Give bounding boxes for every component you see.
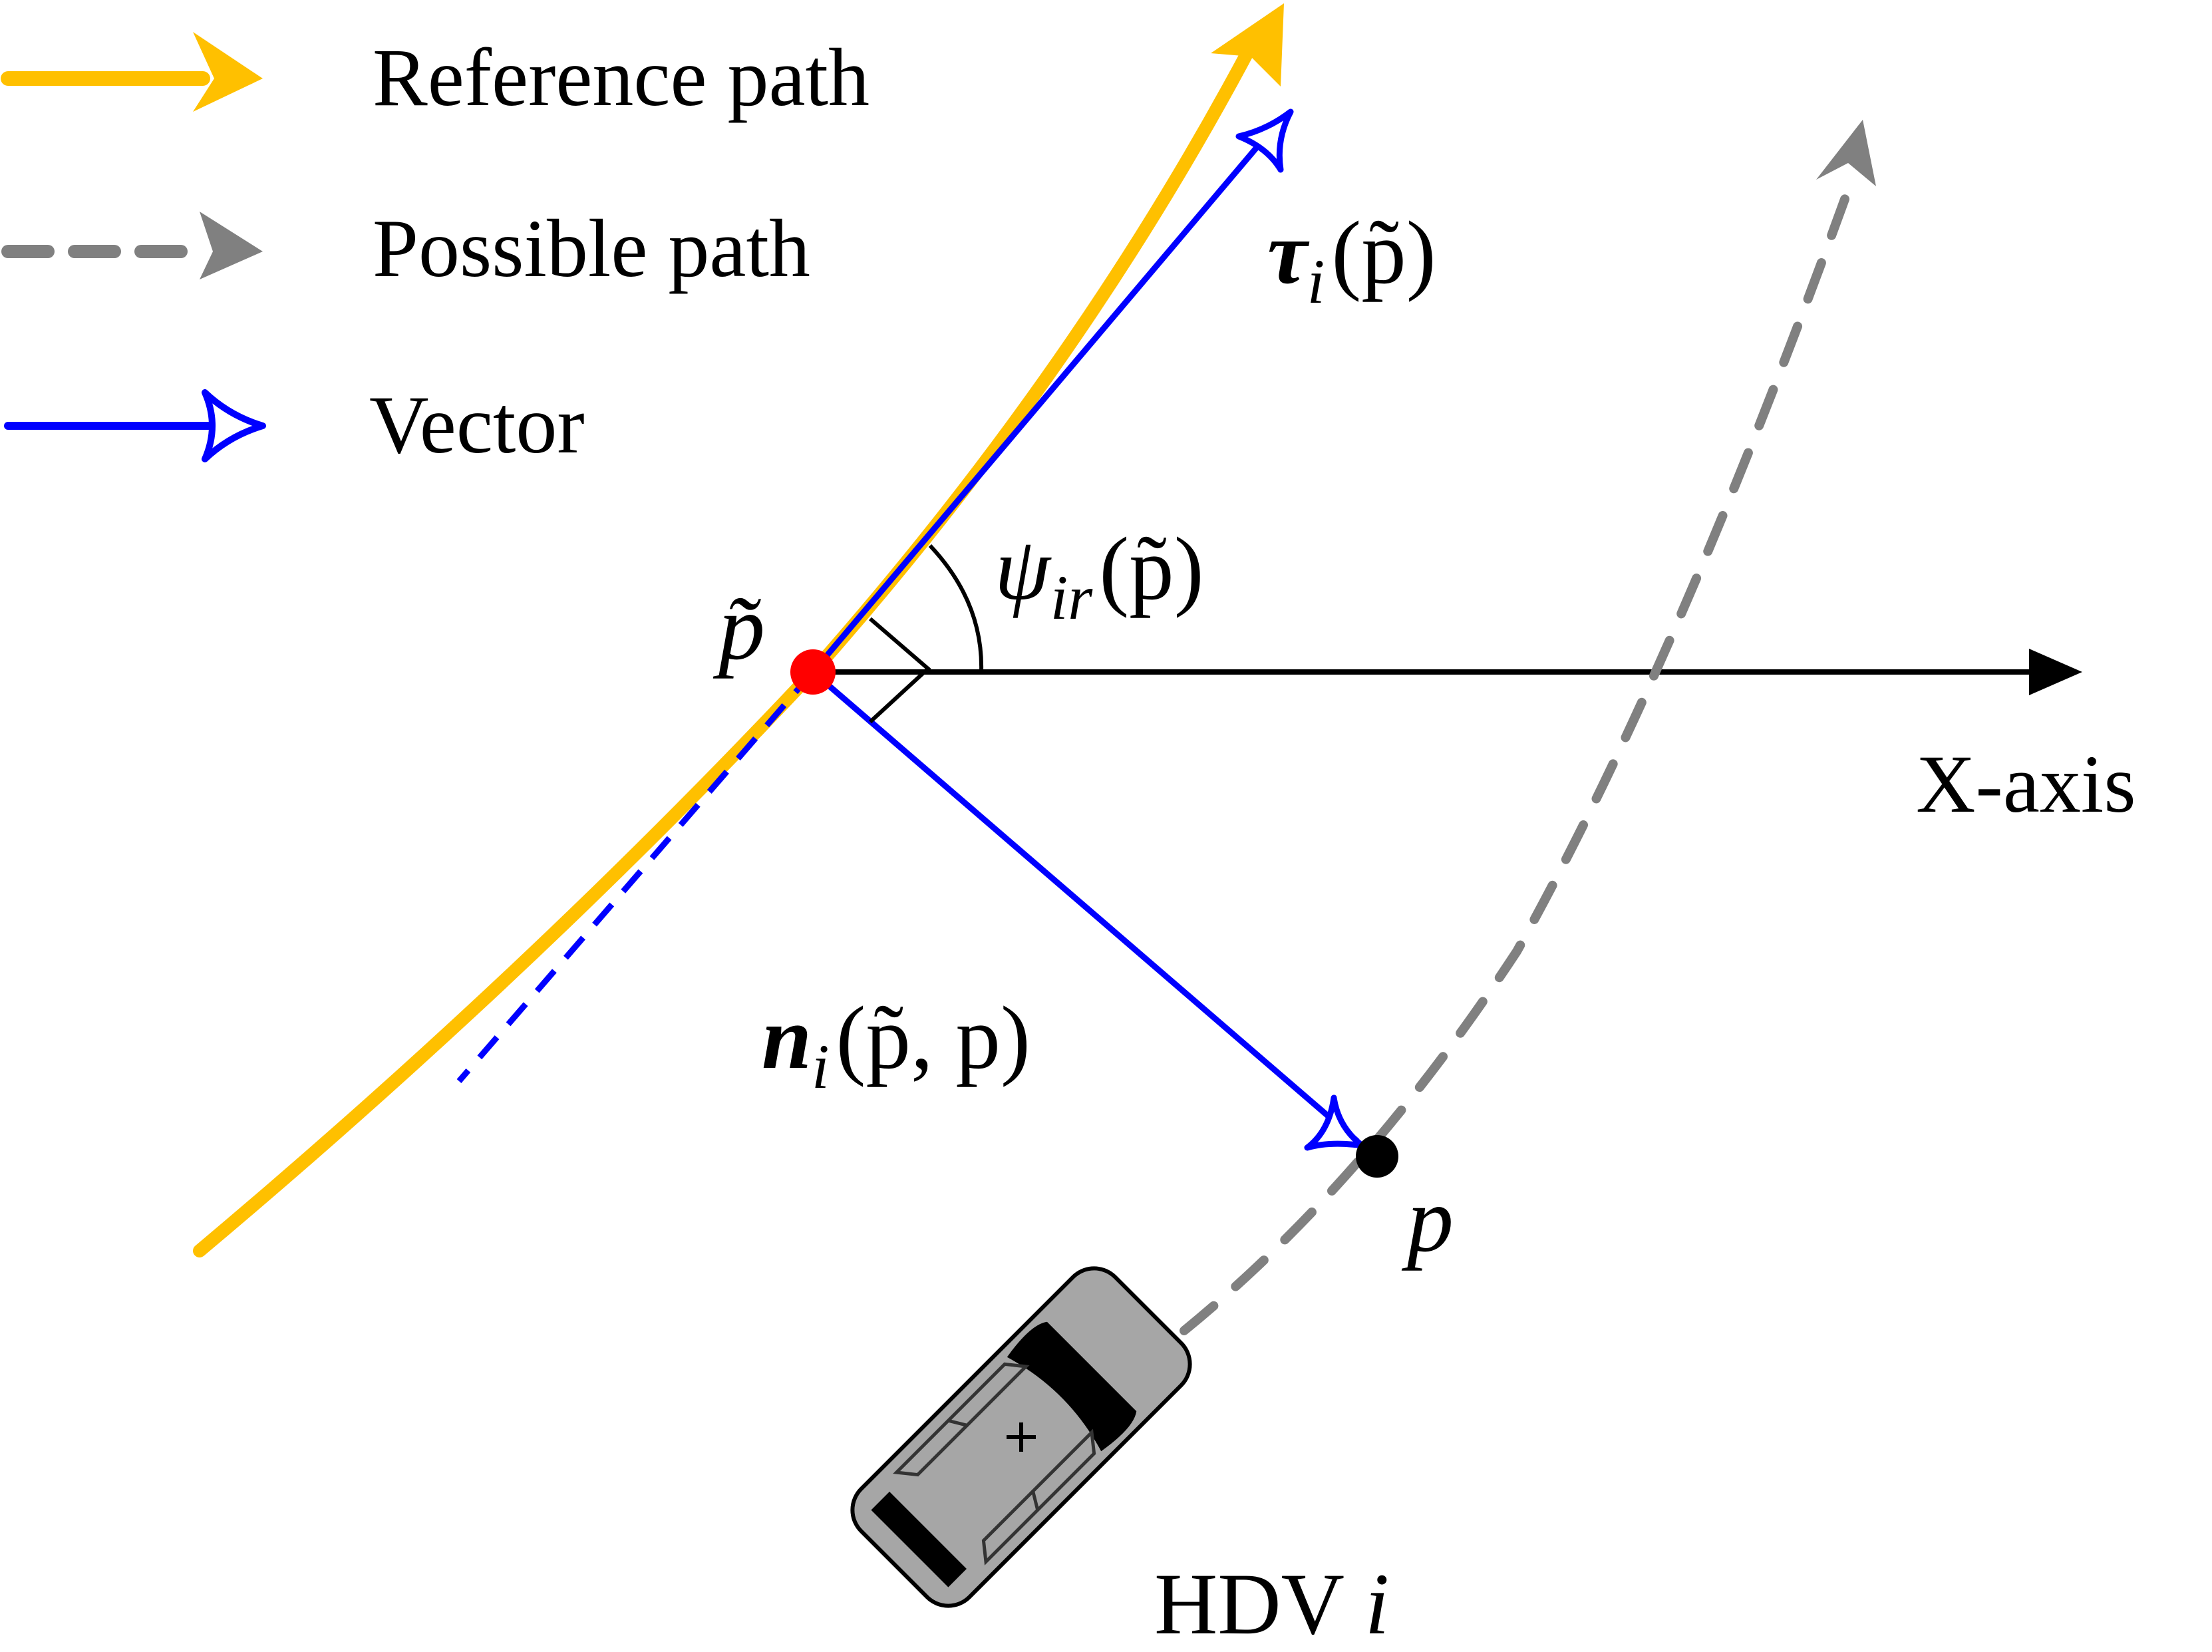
- svg-text:τi(p̃): τi(p̃): [1267, 204, 1436, 317]
- tangent-vector-arrowhead: [1235, 108, 1294, 173]
- tangent-extension-dashed: [456, 670, 816, 1083]
- angle-markers: [868, 544, 984, 724]
- possible-path: [1180, 120, 1876, 1335]
- normal-vector-line: [811, 669, 1359, 1144]
- svg-text:ψir(p̃): ψir(p̃): [995, 520, 1204, 633]
- car-windshield: [1007, 1321, 1137, 1452]
- car-rear-window: [871, 1492, 967, 1587]
- normal-vector-arrowhead: [1304, 1094, 1366, 1151]
- vehicle-point-p: [1356, 1135, 1398, 1178]
- car-top-view-icon: [850, 1266, 1192, 1608]
- tau-label: τi(p̃): [1267, 204, 1436, 317]
- legend-label-vector: Vector: [369, 379, 585, 470]
- reference-path-arrowhead: [1211, 3, 1284, 86]
- p-tilde-label: p̃: [712, 576, 765, 679]
- tau-symbol: τ: [1267, 204, 1310, 303]
- reference-path-swatch-arrowhead: [193, 32, 263, 112]
- car-window-divider-bottom: [1031, 1490, 1040, 1511]
- hdv-label: HDV i: [1154, 1555, 1389, 1652]
- psi-argument: (p̃): [1099, 520, 1203, 619]
- car-center-cross: [1007, 1422, 1036, 1452]
- heading-angle-arc: [928, 544, 984, 673]
- x-axis: X-axis: [813, 649, 2136, 830]
- x-axis-arrowhead: [2029, 649, 2082, 695]
- car-side-windows-bottom: [981, 1428, 1096, 1566]
- hdv-label-text: HDV: [1154, 1555, 1365, 1652]
- psi-subscript: ir: [1050, 562, 1093, 633]
- legend: Reference path Possible path Vector: [1, 32, 869, 470]
- car-window-divider-top: [947, 1418, 968, 1427]
- tau-argument: (p̃): [1331, 204, 1436, 303]
- legend-vector: Vector: [4, 379, 585, 470]
- legend-reference-path: Reference path: [1, 32, 869, 123]
- car-side-windows-top: [893, 1362, 1030, 1477]
- vector-swatch-arrowhead: [202, 389, 266, 462]
- possible-path-curve: [1180, 182, 1854, 1335]
- legend-label-reference: Reference path: [373, 32, 869, 123]
- hdv-label-index: i: [1365, 1555, 1390, 1652]
- legend-label-possible: Possible path: [373, 203, 810, 294]
- possible-path-swatch-arrowhead: [200, 212, 263, 279]
- legend-possible-path: Possible path: [1, 203, 810, 294]
- tangent-vector: [456, 108, 1294, 1083]
- right-angle-marker: [868, 617, 931, 724]
- psi-label: ψir(p̃): [995, 520, 1204, 633]
- normal-label: ni(p̃, p): [762, 989, 1030, 1102]
- p-label: p: [1401, 1168, 1454, 1271]
- normal-vector: [811, 669, 1366, 1151]
- possible-path-arrowhead: [1816, 120, 1876, 186]
- normal-argument: (p̃, p): [836, 989, 1030, 1088]
- tangent-vector-line: [810, 121, 1280, 674]
- psi-symbol: ψ: [995, 520, 1052, 619]
- normal-symbol: n: [762, 989, 812, 1088]
- svg-text:ni(p̃, p): ni(p̃, p): [762, 989, 1030, 1102]
- normal-subscript: i: [812, 1031, 829, 1102]
- projection-point-p-tilde: [790, 649, 836, 695]
- x-axis-label: X-axis: [1916, 739, 2136, 830]
- tau-subscript: i: [1307, 246, 1325, 317]
